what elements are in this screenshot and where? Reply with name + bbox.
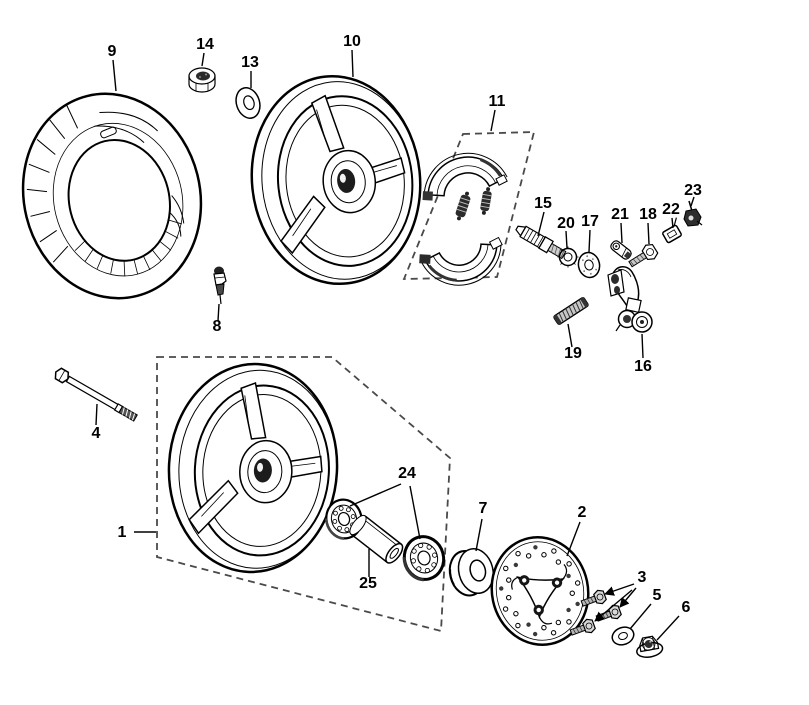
part-21-cam-lever — [610, 240, 632, 260]
part-label-24: 24 — [398, 465, 416, 482]
assembly-box-1 — [156, 356, 451, 633]
part-4-axle — [54, 367, 138, 422]
part-2-brake-disc — [490, 535, 590, 647]
leader-lines — [95, 49, 695, 641]
part-label-7: 7 — [479, 500, 488, 517]
part-label-11: 11 — [489, 93, 506, 110]
shoe-spring — [480, 187, 492, 215]
part-label-9: 9 — [108, 43, 117, 60]
part-10-wheel-rim — [240, 66, 432, 294]
part-label-17: 17 — [581, 213, 599, 230]
part-label-20: 20 — [557, 215, 575, 232]
part-24-bearings — [325, 498, 446, 582]
part-6-flange-nut — [636, 635, 664, 658]
part-label-14: 14 — [196, 36, 214, 53]
part-5-washer — [611, 626, 635, 646]
part-7-seal-collar — [448, 548, 495, 597]
part-22-clip — [662, 217, 682, 244]
part-label-21: 21 — [611, 206, 629, 223]
part-9-tire — [21, 92, 203, 300]
part-18-hex-bolt — [628, 243, 659, 268]
part-8-tire-valve — [213, 266, 227, 305]
part-17-washer — [577, 251, 601, 279]
part-label-4: 4 — [92, 425, 101, 442]
part-label-8: 8 — [213, 318, 222, 335]
part-label-5: 5 — [653, 587, 662, 604]
part-label-18: 18 — [639, 206, 657, 223]
part-label-1: 1 — [118, 524, 127, 541]
assembly-box-11 — [402, 131, 536, 280]
part-16-brake-arm — [607, 265, 653, 333]
part-25-spacer — [349, 514, 404, 564]
shoe-spring — [455, 191, 471, 221]
part-15-adjuster-bolt — [515, 225, 567, 260]
part-label-15: 15 — [534, 195, 552, 212]
part-label-3: 3 — [638, 569, 647, 586]
part-19-spring — [553, 297, 589, 325]
part-label-13: 13 — [241, 54, 259, 71]
part-label-6: 6 — [682, 599, 691, 616]
part-label-19: 19 — [564, 345, 582, 362]
part-23-pin-bolt — [683, 200, 703, 227]
part-13-washer — [235, 87, 261, 119]
part-20-lock-washer — [557, 246, 579, 268]
part-label-23: 23 — [684, 182, 702, 199]
part-label-25: 25 — [359, 575, 377, 592]
part-label-16: 16 — [634, 358, 652, 375]
part-14-hex-nut — [188, 67, 216, 93]
part-1-wheel-assembly — [162, 358, 344, 578]
part-label-2: 2 — [578, 504, 587, 521]
part-label-22: 22 — [662, 201, 680, 218]
part-11-brake-shoes — [419, 152, 508, 286]
part-label-10: 10 — [343, 33, 361, 50]
